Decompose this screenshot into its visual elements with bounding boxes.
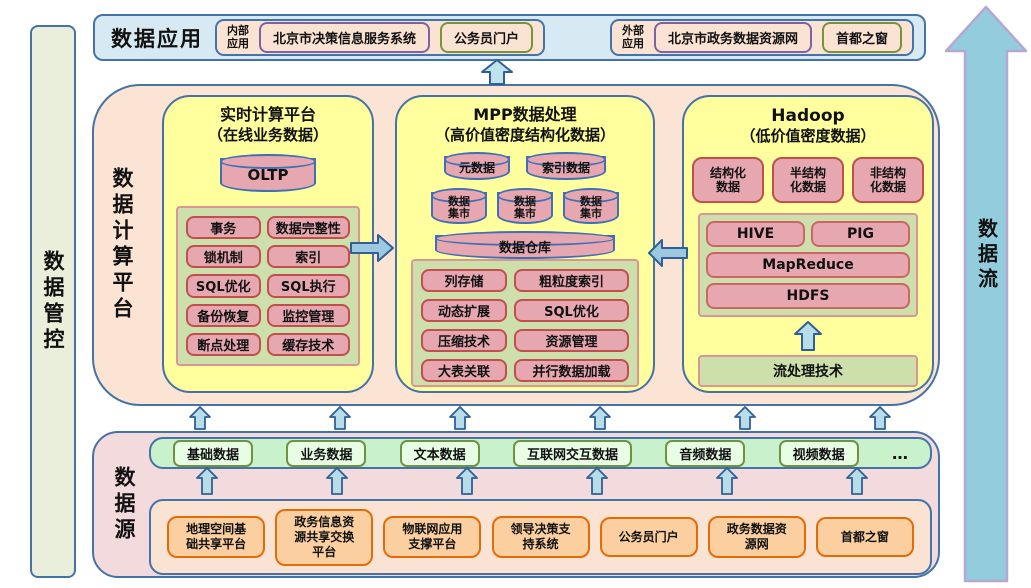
index-data-cylinder: 索引数据 <box>526 151 606 180</box>
app-box-decision-info-system: 北京市决策信息服务系统 <box>259 22 431 53</box>
unstructured-data-box: 非结构 化数据 <box>852 157 924 204</box>
realtime-item: 断点处理 <box>186 332 261 356</box>
data-flow-arrow-icon <box>944 5 1028 583</box>
realtime-item: 备份恢复 <box>186 303 261 327</box>
realtime-item: SQL执行 <box>266 274 350 298</box>
source-system-box: 首都之窗 <box>815 517 914 557</box>
data-mart-cylinder: 数据 集市 <box>497 187 553 224</box>
compute-platform-label: 数据计算平台 <box>110 167 134 323</box>
mpp-title: MPP数据处理 <box>473 105 577 124</box>
pig-box: PIG <box>811 221 910 247</box>
data-type-box: 互联网交互数据 <box>512 439 632 467</box>
realtime-item: 缓存技术 <box>266 332 350 356</box>
up-arrow-icon <box>589 406 611 430</box>
mpp-item: 列存储 <box>421 269 507 292</box>
realtime-item: SQL优化 <box>186 274 261 298</box>
up-arrow-icon <box>794 321 822 351</box>
oltp-cylinder: OLTP <box>220 153 316 192</box>
hadoop-subtitle: （低价值密度数据） <box>740 127 876 146</box>
up-arrow-icon <box>481 59 513 85</box>
internal-apps-label: 内部 应用 <box>227 23 249 50</box>
mpp-item: 并行数据加载 <box>514 359 629 382</box>
hadoop-box: Hadoop （低价值密度数据） 结构化 数据 半结构 化数据 非结构 化数据 … <box>682 95 934 393</box>
stream-processing-box: 流处理技术 <box>698 355 918 387</box>
mpp-item: 大表关联 <box>421 359 507 382</box>
mpp-item: 压缩技术 <box>421 329 507 352</box>
data-flow-label: 数据流 <box>974 217 999 293</box>
more-data-types-ellipsis: … <box>891 443 908 463</box>
data-application-title: 数据应用 <box>111 26 203 51</box>
source-system-box: 政务信息资 源共享交换 平台 <box>275 508 374 566</box>
realtime-item: 事务 <box>186 216 261 240</box>
hadoop-title: Hadoop <box>771 106 845 126</box>
realtime-items-grid: 事务 数据完整性 锁机制 索引 SQL优化 SQL执行 备份恢复 监控管理 断点… <box>176 206 360 366</box>
up-arrow-icon <box>189 406 211 430</box>
app-box-gov-data-resource-site: 北京市政务数据资源网 <box>653 22 812 53</box>
source-system-box: 物联网应用 支撑平台 <box>383 516 482 558</box>
internal-apps-group: 内部 应用 北京市决策信息服务系统 公务员门户 <box>215 19 546 56</box>
external-apps-label: 外部 应用 <box>621 23 644 50</box>
data-type-strip: 基础数据 业务数据 文本数据 互联网交互数据 音频数据 视频数据 … <box>149 437 932 469</box>
structured-data-box: 结构化 数据 <box>692 157 764 204</box>
mpp-item: 资源管理 <box>514 329 629 352</box>
source-system-box: 地理空间基 础共享平台 <box>167 516 266 558</box>
realtime-item: 锁机制 <box>186 245 261 269</box>
source-system-box: 公务员门户 <box>599 517 698 557</box>
up-arrow-icon <box>846 467 868 495</box>
data-governance-label: 数据管控 <box>41 249 65 354</box>
up-arrow-icon <box>869 406 891 430</box>
mpp-processing-box: MPP数据处理 （高价值密度结构化数据） 元数据 索引数据 数据 集市 数据 集… <box>395 95 655 393</box>
source-systems-row: 地理空间基 础共享平台 政务信息资 源共享交换 平台 物联网应用 支撑平台 领导… <box>149 499 932 575</box>
up-arrow-icon <box>326 467 348 495</box>
realtime-item: 索引 <box>266 245 350 269</box>
external-apps-group: 外部 应用 北京市政务数据资源网 首都之窗 <box>609 19 914 56</box>
right-arrow-icon <box>350 234 394 262</box>
data-source-label: 数据源 <box>112 465 136 544</box>
data-type-box: 基础数据 <box>173 439 254 467</box>
semi-structured-data-box: 半结构 化数据 <box>772 157 844 204</box>
left-arrow-icon <box>648 239 688 267</box>
up-arrow-icon <box>196 467 218 495</box>
hdfs-box: HDFS <box>706 283 910 309</box>
realtime-title: 实时计算平台 <box>219 105 316 124</box>
app-box-capital-window: 首都之窗 <box>821 22 902 53</box>
up-arrow-icon <box>716 467 738 495</box>
up-arrow-icon <box>456 467 478 495</box>
data-type-box: 业务数据 <box>286 439 367 467</box>
data-type-box: 文本数据 <box>399 439 480 467</box>
realtime-platform-box: 实时计算平台 （在线业务数据） OLTP 事务 数据完整性 锁机制 索引 SQL… <box>162 95 374 393</box>
realtime-subtitle: （在线业务数据） <box>207 125 328 144</box>
realtime-item: 监控管理 <box>266 303 350 327</box>
up-arrow-icon <box>734 406 756 430</box>
hive-box: HIVE <box>706 221 805 247</box>
mapreduce-box: MapReduce <box>706 252 910 278</box>
data-source-section: 数据源 基础数据 业务数据 文本数据 互联网交互数据 音频数据 视频数据 … 地… <box>92 431 940 578</box>
mpp-item: SQL优化 <box>514 299 629 322</box>
data-governance-bar: 数据管控 <box>30 25 76 578</box>
mpp-item: 动态扩展 <box>421 299 507 322</box>
data-type-box: 视频数据 <box>778 439 859 467</box>
mpp-items-grid: 列存储 粗粒度索引 动态扩展 SQL优化 压缩技术 资源管理 大表关联 并行数据… <box>411 259 639 387</box>
source-system-box: 领导决策支 持系统 <box>491 516 590 558</box>
up-arrow-icon <box>586 467 608 495</box>
data-mart-cylinder: 数据 集市 <box>563 187 619 224</box>
realtime-item: 数据完整性 <box>266 216 350 240</box>
hadoop-stack: HIVE PIG MapReduce HDFS <box>698 213 918 317</box>
up-arrow-icon <box>449 406 471 430</box>
mpp-subtitle: （高价值密度结构化数据） <box>434 125 615 144</box>
data-warehouse-cylinder: 数据仓库 <box>435 230 615 259</box>
source-system-box: 政务数据资 源网 <box>707 516 806 558</box>
up-arrow-icon <box>329 406 351 430</box>
data-mart-cylinder: 数据 集市 <box>431 187 487 224</box>
data-type-box: 音频数据 <box>665 439 746 467</box>
mpp-item: 粗粒度索引 <box>514 269 629 292</box>
app-box-civil-servant-portal: 公务员门户 <box>440 22 534 53</box>
data-application-bar: 数据应用 内部 应用 北京市决策信息服务系统 公务员门户 外部 应用 北京市政务… <box>93 14 926 61</box>
metadata-cylinder: 元数据 <box>444 151 510 180</box>
compute-platform-section: 数据计算平台 实时计算平台 （在线业务数据） OLTP 事务 数据完整性 锁机制… <box>92 84 940 406</box>
